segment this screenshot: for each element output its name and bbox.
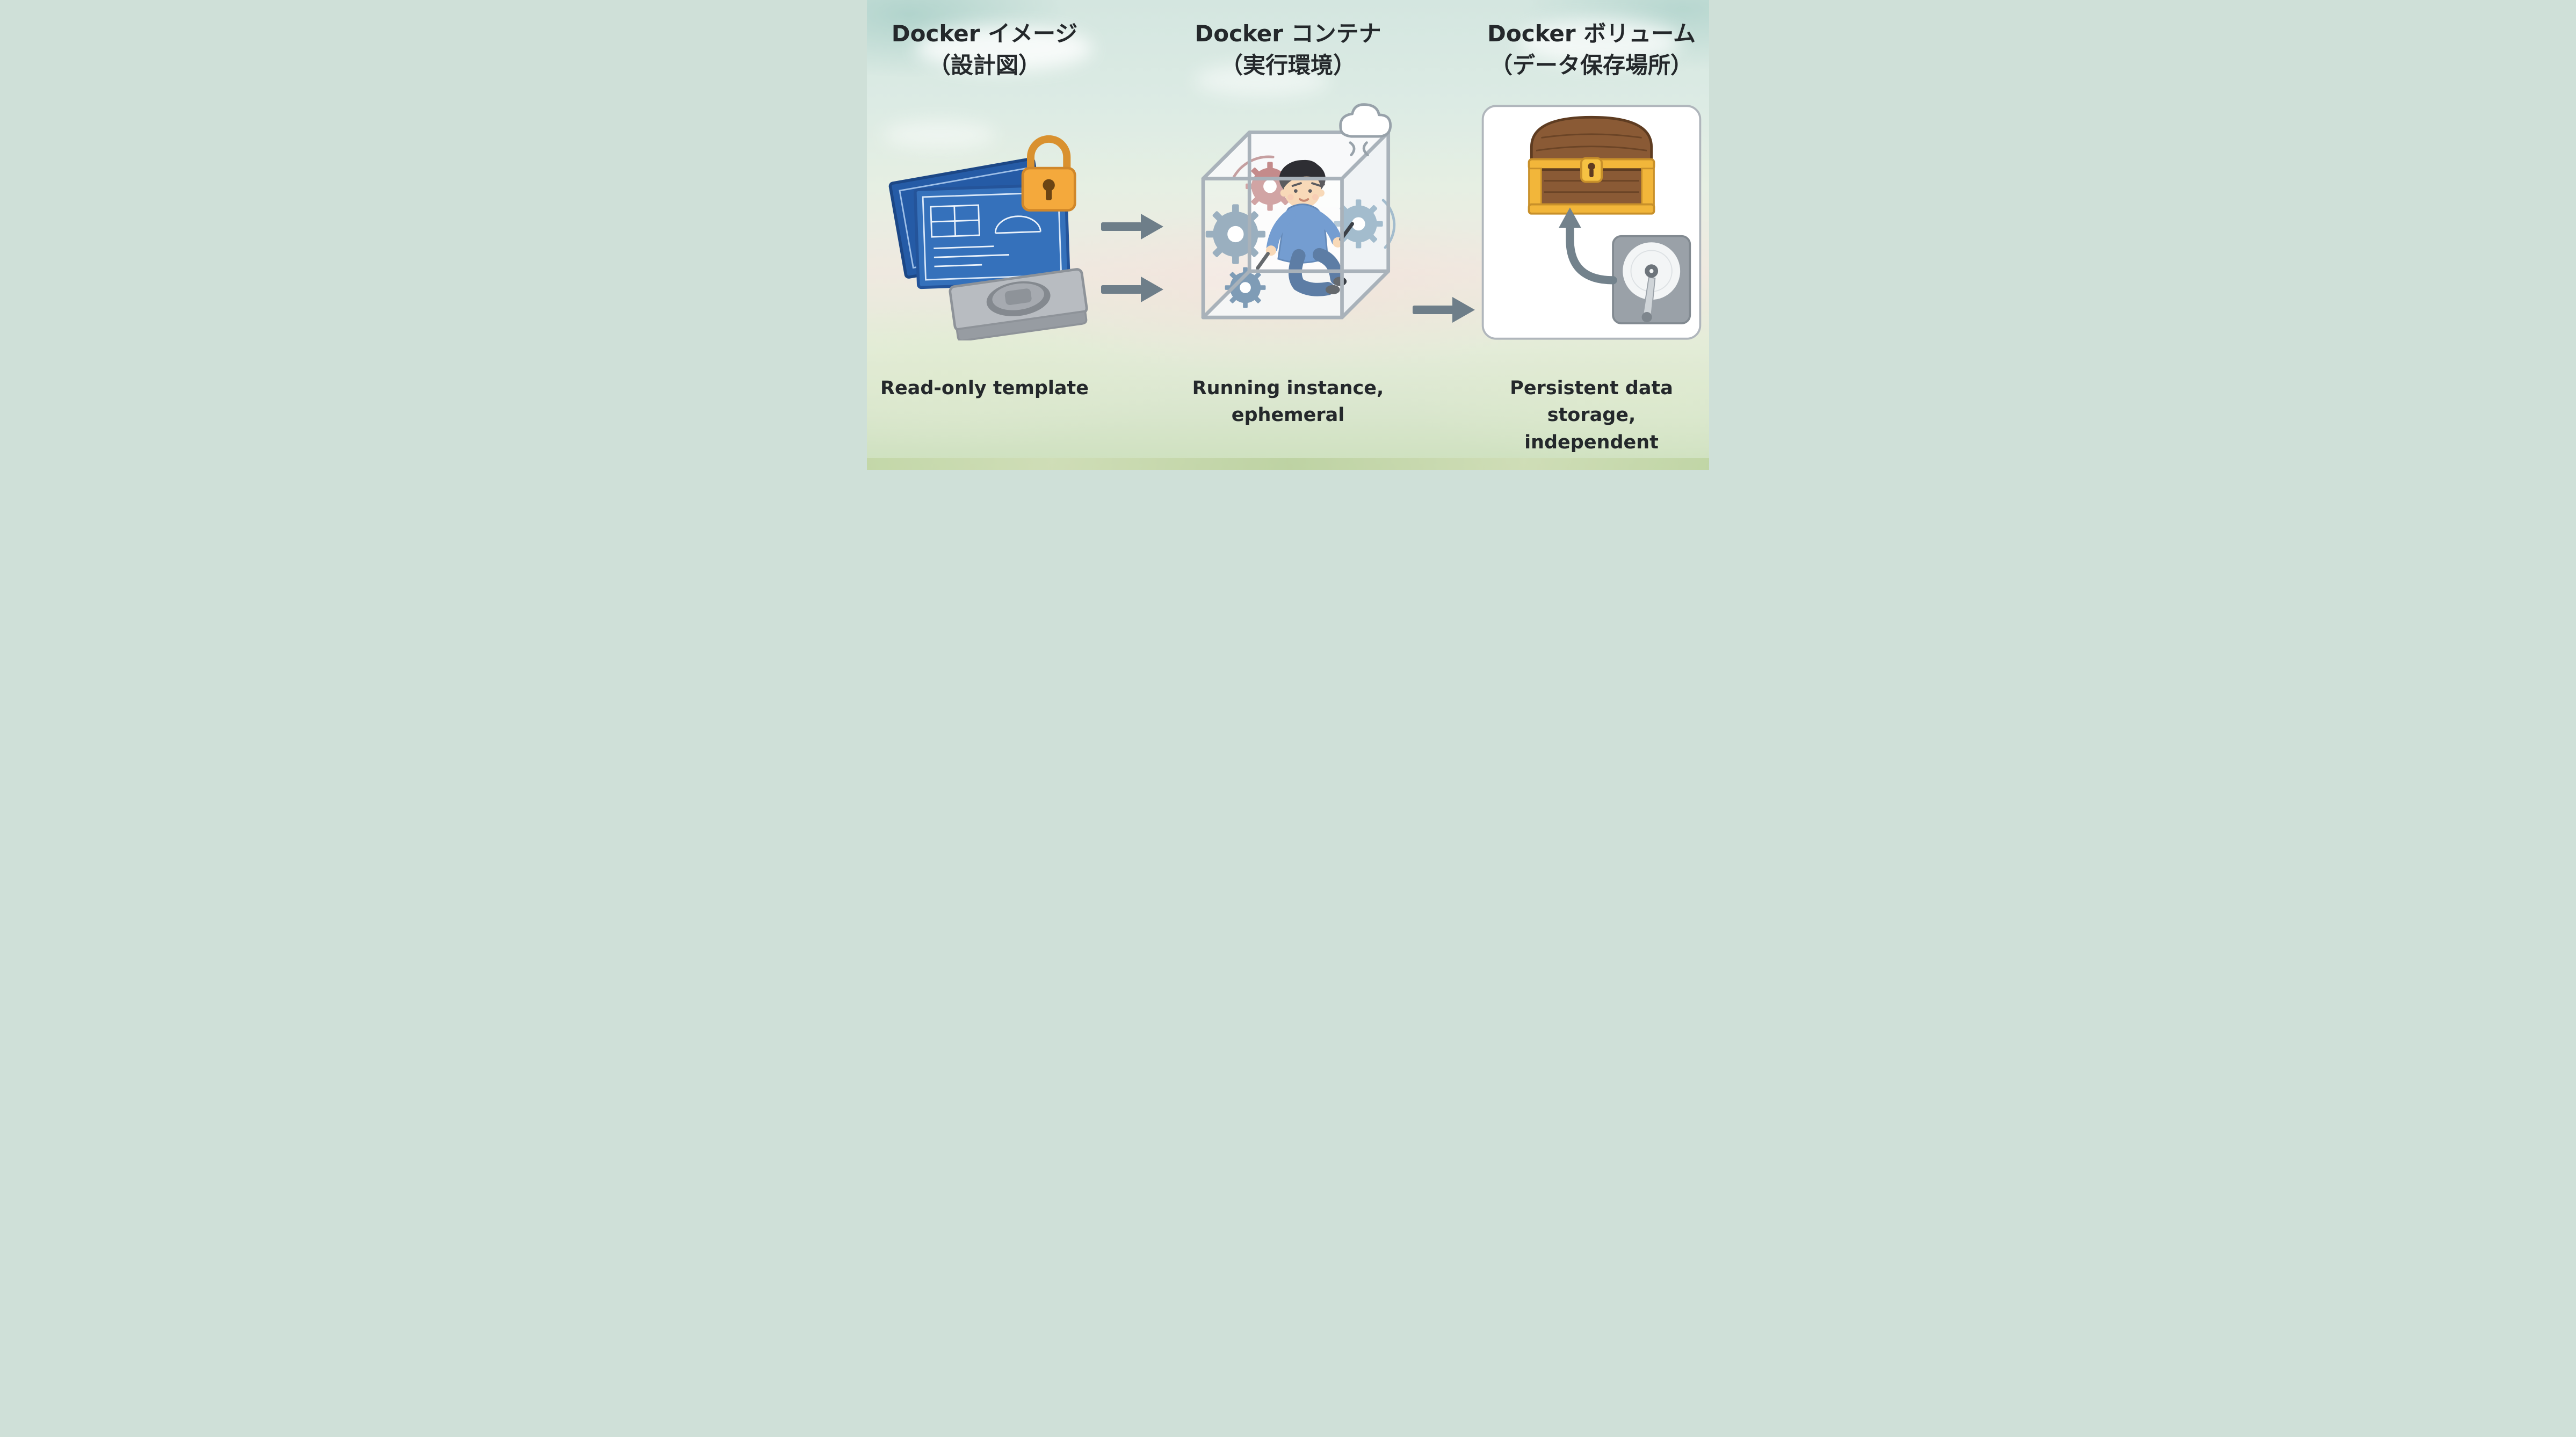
flow-arrows-image-to-container <box>1100 209 1164 307</box>
worker-figure <box>1256 159 1355 296</box>
steam-icon <box>1339 103 1392 156</box>
caption-line: ephemeral <box>1231 404 1345 426</box>
container-cube-icon <box>1201 103 1396 320</box>
cloud <box>915 26 1092 71</box>
flow-arrow-icon <box>1101 276 1163 302</box>
ground-strip <box>867 458 1709 470</box>
docker-container-illustration <box>1164 99 1412 346</box>
padlock-icon <box>1021 135 1076 212</box>
title-line: Docker コンテナ <box>1195 20 1381 47</box>
spacer <box>1412 375 1476 456</box>
docker-volume-illustration <box>1476 99 1707 346</box>
illustrations-row <box>867 93 1709 351</box>
hard-drive-icon <box>1612 235 1691 324</box>
title-line: Docker イメージ <box>891 20 1078 47</box>
spacer <box>1412 18 1476 82</box>
volume-card <box>1481 105 1702 340</box>
spacer <box>1100 18 1164 82</box>
flow-arrow-icon <box>1413 296 1475 323</box>
tool-icon <box>1256 251 1270 270</box>
flow-arrow-icon <box>1101 213 1163 240</box>
caption-line: Read-only template <box>880 377 1089 399</box>
treasure-chest-icon <box>1528 115 1655 215</box>
spacer <box>1100 375 1164 456</box>
title-docker-volume: Docker ボリューム （データ保存場所） <box>1476 18 1707 82</box>
cloud <box>1195 63 1329 97</box>
flow-arrow-container-to-volume <box>1412 293 1476 327</box>
titles-row: Docker イメージ （設計図） Docker コンテナ （実行環境） Doc… <box>867 18 1709 82</box>
title-docker-container: Docker コンテナ （実行環境） <box>1164 18 1412 82</box>
caption-docker-container: Running instance, ephemeral <box>1164 375 1412 456</box>
title-line: （実行環境） <box>1220 52 1356 78</box>
docker-image-illustration <box>869 104 1100 340</box>
caption-line: Persistent data storage, <box>1510 377 1673 426</box>
title-docker-image: Docker イメージ （設計図） <box>869 18 1100 82</box>
docker-concept-diagram: Docker イメージ （設計図） Docker コンテナ （実行環境） Doc… <box>867 0 1709 470</box>
caption-line: independent <box>1524 432 1659 454</box>
title-line: Docker ボリューム <box>1487 20 1696 47</box>
caption-docker-volume: Persistent data storage, independent <box>1476 375 1707 456</box>
cloud <box>1519 19 1681 64</box>
caption-docker-image: Read-only template <box>869 375 1100 456</box>
mold-icon <box>949 267 1088 340</box>
title-line: （データ保存場所） <box>1489 52 1693 78</box>
cloud <box>883 120 996 149</box>
caption-line: Running instance, <box>1192 377 1384 399</box>
curved-arrow-icon <box>1558 207 1617 285</box>
blueprint-icon <box>888 135 1088 340</box>
captions-row: Read-only template Running instance, eph… <box>867 375 1709 456</box>
title-line: （設計図） <box>928 52 1041 78</box>
